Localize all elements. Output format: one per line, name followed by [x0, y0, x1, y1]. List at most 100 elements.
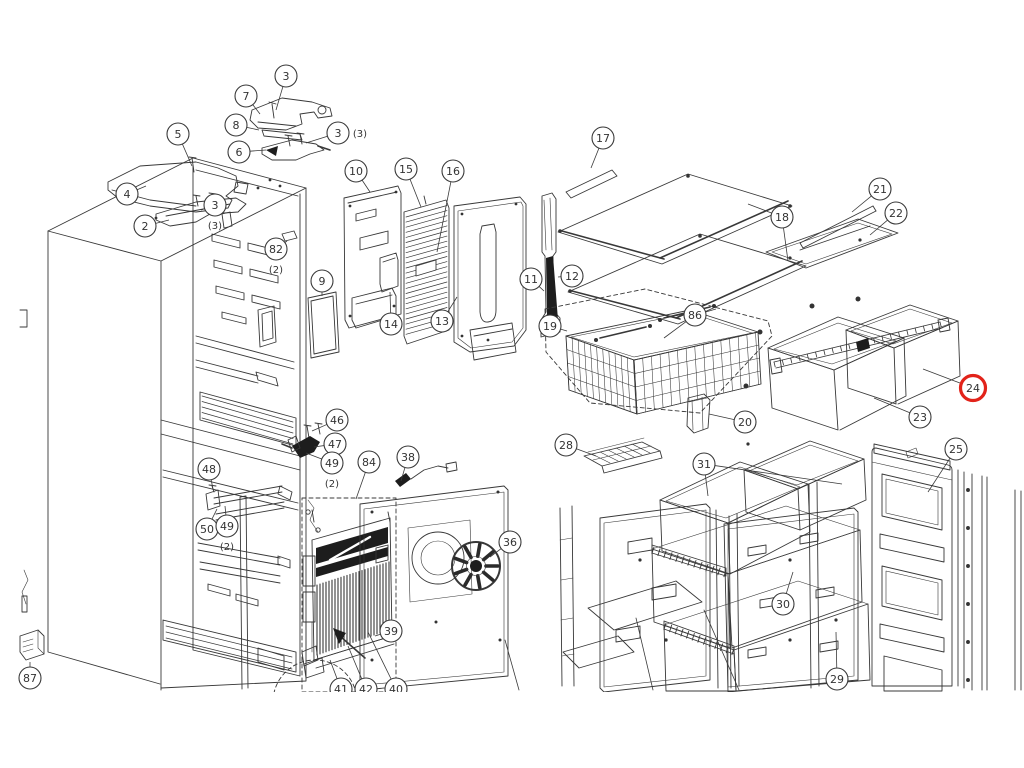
callout-11[interactable]: 11	[519, 267, 545, 292]
callout-circle-30[interactable]	[771, 592, 795, 616]
callout-circle-11[interactable]	[519, 267, 543, 291]
callout-circle-23[interactable]	[908, 405, 932, 429]
callout-49[interactable]: 49(2)	[215, 505, 239, 553]
callout-39[interactable]: 39	[374, 619, 403, 643]
callout-42[interactable]: 42	[347, 645, 378, 700]
callout-label-9: 9	[319, 275, 326, 288]
freezer-door-liner	[871, 443, 1022, 692]
callout-82[interactable]: 82(2)	[264, 237, 288, 276]
callout-38[interactable]: 38	[396, 445, 420, 482]
callout-circle-7[interactable]	[234, 84, 258, 108]
callout-circle-49[interactable]	[215, 514, 239, 538]
callout-circle-41[interactable]	[329, 677, 353, 700]
callout-87[interactable]: 87	[18, 662, 42, 690]
callout-circle-9[interactable]	[310, 269, 334, 293]
callout-label-29: 29	[830, 673, 844, 686]
callout-9[interactable]: 9	[310, 269, 334, 296]
callout-circle-46[interactable]	[325, 408, 349, 432]
callout-circle-16[interactable]	[441, 159, 465, 183]
callout-13[interactable]: 13	[430, 296, 458, 333]
callout-circle-19[interactable]	[538, 314, 562, 338]
callout-5[interactable]: 5	[166, 122, 193, 167]
callout-circle-29[interactable]	[825, 667, 849, 691]
callout-3[interactable]: 3	[274, 64, 298, 111]
callout-label-10: 10	[349, 165, 363, 178]
callout-86[interactable]: 86	[663, 303, 717, 339]
callout-circle-49[interactable]	[320, 451, 344, 475]
callout-circle-18[interactable]	[770, 205, 794, 229]
callout-circle-82[interactable]	[264, 237, 288, 261]
callout-circle-15[interactable]	[394, 157, 418, 181]
callout-30[interactable]: 30	[771, 571, 795, 616]
callout-circle-21[interactable]	[868, 177, 892, 201]
callout-circle-42[interactable]	[354, 677, 378, 700]
center-hinge-parts	[281, 422, 323, 458]
callout-circle-87[interactable]	[18, 666, 42, 690]
callout-label-19: 19	[543, 320, 557, 333]
callout-29[interactable]: 29	[825, 631, 849, 691]
callout-50[interactable]: 50	[195, 508, 219, 541]
callout-circle-48[interactable]	[197, 457, 221, 481]
callout-circle-2[interactable]	[133, 214, 157, 238]
callout-circle-3[interactable]	[274, 64, 298, 88]
callout-14[interactable]: 14	[379, 291, 403, 336]
callout-47[interactable]: 47	[313, 432, 347, 456]
callout-15[interactable]: 15	[394, 157, 422, 208]
callout-circle-14[interactable]	[379, 312, 403, 336]
callout-22[interactable]: 22	[869, 201, 908, 236]
callout-20[interactable]: 20	[708, 410, 757, 434]
callout-circle-25[interactable]	[944, 437, 968, 461]
callout-8[interactable]: 8	[224, 113, 260, 137]
callout-4[interactable]: 4	[115, 182, 147, 206]
callout-circle-4[interactable]	[115, 182, 139, 206]
callout-16[interactable]: 16	[436, 159, 465, 253]
callout-circle-13[interactable]	[430, 309, 454, 333]
callout-circle-17[interactable]	[591, 126, 615, 150]
callout-circle-31[interactable]	[692, 452, 716, 476]
callout-48[interactable]: 48	[197, 457, 221, 490]
callout-circle-3[interactable]	[326, 121, 350, 145]
callout-23[interactable]: 23	[873, 397, 932, 429]
callout-circle-20[interactable]	[733, 410, 757, 434]
callout-12[interactable]: 12	[557, 264, 584, 288]
callout-circle-8[interactable]	[224, 113, 248, 137]
callout-circle-3[interactable]	[203, 193, 227, 217]
callout-31[interactable]: 31	[692, 452, 843, 497]
callout-circle-36[interactable]	[498, 530, 522, 554]
callout-84[interactable]: 84	[355, 450, 381, 500]
callout-18[interactable]: 18	[747, 203, 794, 262]
callout-circle-10[interactable]	[344, 159, 368, 183]
callout-circle-38[interactable]	[396, 445, 420, 469]
callout-circle-6[interactable]	[227, 140, 251, 164]
callout-label-20: 20	[738, 416, 752, 429]
callout-21[interactable]: 21	[851, 177, 892, 213]
callout-19[interactable]: 19	[538, 314, 568, 338]
callout-circle-39[interactable]	[379, 619, 403, 643]
callout-3[interactable]: 3(3)	[305, 121, 367, 145]
callout-6[interactable]: 6	[227, 140, 267, 164]
callout-40[interactable]: 40	[367, 631, 408, 700]
callout-3[interactable]: 3(3)	[200, 193, 227, 232]
callout-10[interactable]: 10	[344, 159, 371, 193]
callout-circle-40[interactable]	[384, 677, 408, 700]
callout-circle-86[interactable]	[683, 303, 707, 327]
callout-17[interactable]: 17	[590, 126, 615, 169]
callout-46[interactable]: 46	[311, 408, 349, 432]
callout-2[interactable]: 2	[133, 214, 170, 238]
callout-24-highlighted[interactable]: 24	[922, 368, 988, 403]
callout-25[interactable]: 25	[927, 437, 968, 493]
callout-36[interactable]: 36	[489, 530, 522, 558]
callout-circle-12[interactable]	[560, 264, 584, 288]
callout-7[interactable]: 7	[234, 84, 261, 115]
callout-label-18: 18	[775, 211, 789, 224]
crisper-drawers	[743, 296, 961, 431]
callout-49[interactable]: 49(2)	[305, 451, 344, 490]
callout-circle-5[interactable]	[166, 122, 190, 146]
callout-circle-84[interactable]	[357, 450, 381, 474]
callout-circle-24[interactable]	[958, 373, 988, 403]
callout-circle-22[interactable]	[884, 201, 908, 225]
evaporator-cover-panels	[307, 185, 527, 361]
callout-28[interactable]: 28	[554, 433, 597, 457]
callout-41[interactable]: 41	[329, 659, 353, 700]
callout-circle-28[interactable]	[554, 433, 578, 457]
